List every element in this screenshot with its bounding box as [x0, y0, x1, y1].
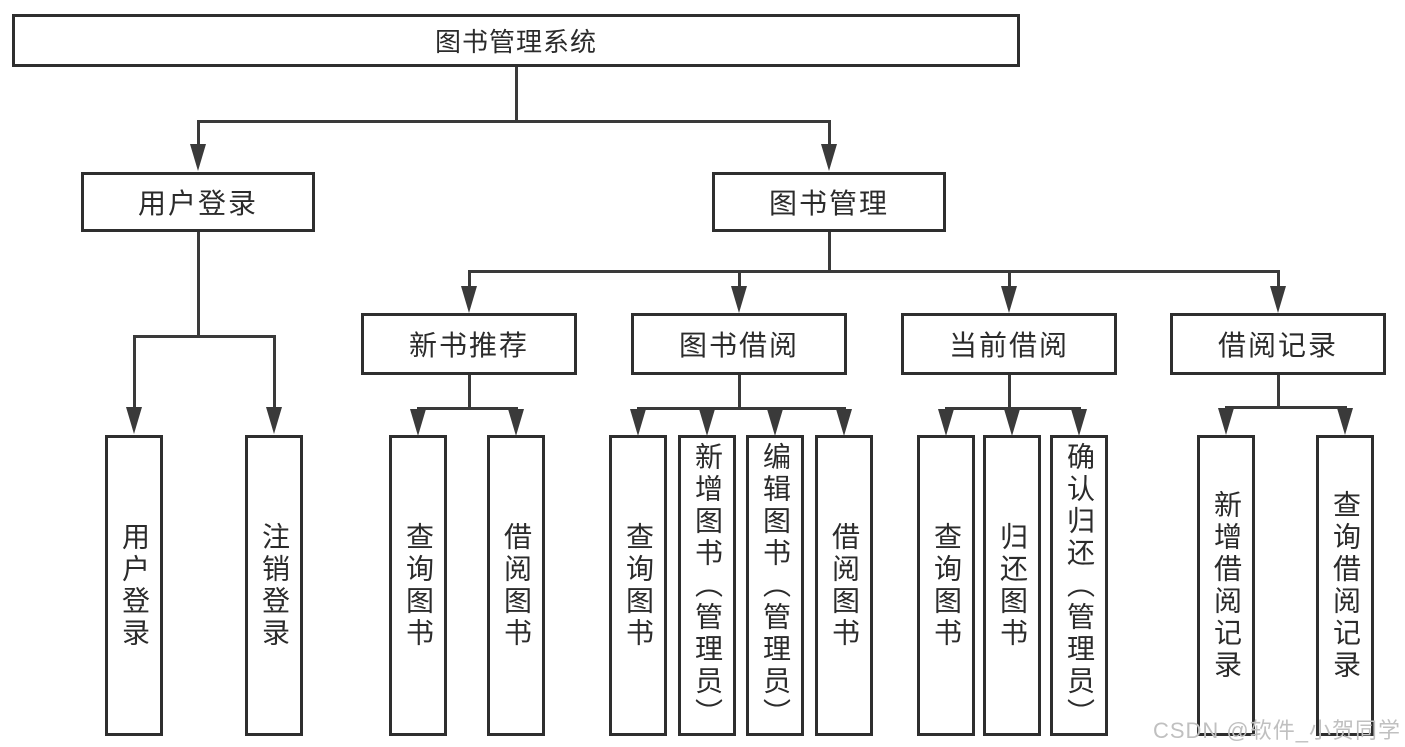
- node-label: 图书管理系统: [434, 27, 597, 57]
- connector-record-stem: [1277, 375, 1280, 406]
- node-library-system: 图书管理系统: [12, 14, 1020, 67]
- connector-record-splitter: [1225, 406, 1347, 409]
- connector-drop-recommend: [468, 270, 471, 286]
- arrowhead-to-leaf-edit-book: [767, 409, 783, 436]
- leaf-query-books-recommend: 查询图书: [389, 435, 447, 736]
- connector-recommend-splitter: [417, 407, 518, 410]
- connector-user-splitter: [133, 335, 276, 338]
- arrowhead-to-leaf-query-books-1: [410, 409, 426, 436]
- node-borrow-record: 借阅记录: [1170, 313, 1386, 375]
- leaf-label: 查询借阅记录: [1330, 489, 1361, 682]
- leaf-label: 用户登录: [119, 521, 150, 650]
- leaf-label: 借阅图书: [501, 521, 532, 650]
- connector-current-stem: [1008, 375, 1011, 407]
- leaf-query-books-current: 查询图书: [917, 435, 975, 736]
- leaf-label: 新增借阅记录: [1211, 489, 1242, 682]
- node-label: 当前借阅: [948, 330, 1069, 361]
- node-label: 图书管理: [768, 188, 889, 219]
- leaf-label: 查询图书: [623, 521, 654, 650]
- leaf-logout: 注销登录: [245, 435, 303, 736]
- arrowhead-to-leaf-borrow-books-2: [836, 409, 852, 436]
- arrowhead-to-leaf-add-record: [1218, 408, 1234, 435]
- arrowhead-to-current: [1001, 286, 1017, 313]
- node-label: 借阅记录: [1217, 330, 1338, 361]
- node-label: 图书借阅: [678, 330, 799, 361]
- leaf-label: 确认归还（管理员）: [1064, 441, 1095, 730]
- leaf-label: 借阅图书: [829, 521, 860, 650]
- leaf-query-books-borrow: 查询图书: [609, 435, 667, 736]
- leaf-confirm-return-admin: 确认归还（管理员）: [1050, 435, 1108, 736]
- leaf-edit-book-admin: 编辑图书（管理员）: [746, 435, 804, 736]
- connector-root-stem: [515, 67, 518, 120]
- leaf-query-borrow-record: 查询借阅记录: [1316, 435, 1374, 736]
- leaf-label: 编辑图书（管理员）: [760, 441, 791, 730]
- connector-drop-leaf-user-login: [133, 335, 136, 407]
- node-new-book-recommend: 新书推荐: [361, 313, 577, 375]
- arrowhead-to-leaf-query-books-3: [938, 409, 954, 436]
- arrowhead-to-leaf-return-book: [1004, 409, 1020, 436]
- connector-borrow-splitter: [637, 407, 846, 410]
- connector-recommend-stem: [468, 375, 471, 407]
- leaf-label: 查询图书: [403, 521, 434, 650]
- leaf-user-login: 用户登录: [105, 435, 163, 736]
- arrowhead-to-leaf-query-record: [1337, 408, 1353, 435]
- leaf-borrow-books-recommend: 借阅图书: [487, 435, 545, 736]
- node-book-management: 图书管理: [712, 172, 946, 232]
- node-user-login: 用户登录: [81, 172, 315, 232]
- node-current-borrow: 当前借阅: [901, 313, 1117, 375]
- arrowhead-to-leaf-query-books-2: [630, 409, 646, 436]
- connector-drop-leaf-logout: [273, 335, 276, 407]
- connector-current-splitter: [945, 407, 1081, 410]
- connector-drop-user-login: [197, 120, 200, 144]
- arrowhead-to-book-management: [821, 144, 837, 171]
- leaf-return-book: 归还图书: [983, 435, 1041, 736]
- connector-root-splitter: [197, 120, 831, 123]
- leaf-label: 注销登录: [259, 521, 290, 650]
- node-book-borrow: 图书借阅: [631, 313, 847, 375]
- leaf-label: 新增图书（管理员）: [692, 441, 723, 730]
- leaf-borrow-books-borrow: 借阅图书: [815, 435, 873, 736]
- connector-borrow-stem: [738, 375, 741, 407]
- arrowhead-to-leaf-logout: [266, 407, 282, 434]
- arrowhead-to-leaf-borrow-books-1: [508, 409, 524, 436]
- connector-management-splitter: [468, 270, 1280, 273]
- connector-drop-current: [1008, 270, 1011, 286]
- connector-user-stem: [197, 232, 200, 335]
- connector-drop-borrow: [738, 270, 741, 286]
- arrowhead-to-user-login: [190, 144, 206, 171]
- arrowhead-to-recommend: [461, 286, 477, 313]
- leaf-add-borrow-record: 新增借阅记录: [1197, 435, 1255, 736]
- leaf-add-book-admin: 新增图书（管理员）: [678, 435, 736, 736]
- leaf-label: 查询图书: [931, 521, 962, 650]
- arrowhead-to-leaf-add-book: [699, 409, 715, 436]
- arrowhead-to-borrow: [731, 286, 747, 313]
- node-label: 用户登录: [137, 188, 258, 219]
- arrowhead-to-record: [1270, 286, 1286, 313]
- arrowhead-to-leaf-user-login: [126, 407, 142, 434]
- csdn-watermark: CSDN @软件_小贺同学: [1152, 718, 1401, 743]
- connector-drop-record: [1277, 270, 1280, 286]
- connector-drop-book-management: [828, 120, 831, 144]
- leaf-label: 归还图书: [997, 521, 1028, 650]
- connector-management-stem: [828, 232, 831, 270]
- node-label: 新书推荐: [408, 330, 529, 361]
- arrowhead-to-leaf-confirm-return: [1071, 409, 1087, 436]
